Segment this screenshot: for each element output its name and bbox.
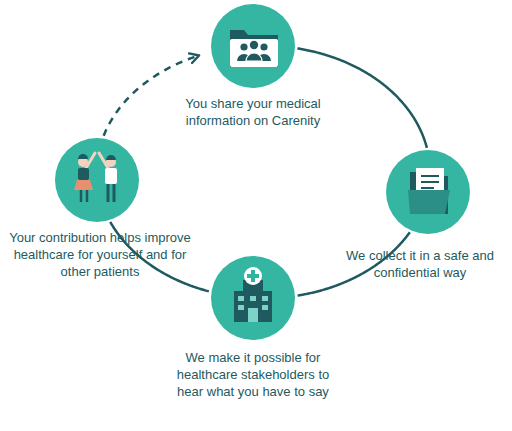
icon-circle-node: We collect it in a safe and confidential… <box>386 150 470 234</box>
node-caption: We make it possible for healthcare stake… <box>166 350 341 401</box>
node-caption: You share your medical information on Ca… <box>173 96 333 130</box>
teal-circle <box>211 4 295 88</box>
teal-circle <box>386 150 470 234</box>
teal-circle <box>211 256 295 340</box>
node-shape <box>211 4 295 88</box>
node-caption: Your contribution helps improve healthca… <box>4 230 196 281</box>
node-shape <box>386 150 470 234</box>
icon-circle-node: You share your medical information on Ca… <box>211 4 295 88</box>
node-shape <box>211 256 295 340</box>
node-caption: We collect it in a safe and confidential… <box>330 248 510 282</box>
caption-group: You share your medical information on Ca… <box>173 96 333 130</box>
icon-circle-node: Your contribution helps improve healthca… <box>55 138 139 222</box>
cycle-arc-connector <box>104 55 199 135</box>
cycle-arc-connector <box>298 232 410 295</box>
caption-group: We make it possible for healthcare stake… <box>166 350 341 401</box>
caption-group: Your contribution helps improve healthca… <box>4 230 196 281</box>
teal-circle <box>55 138 139 222</box>
node-shape <box>55 138 139 222</box>
caption-group: We collect it in a safe and confidential… <box>330 248 510 282</box>
icon-circle-node: We make it possible for healthcare stake… <box>211 256 295 340</box>
